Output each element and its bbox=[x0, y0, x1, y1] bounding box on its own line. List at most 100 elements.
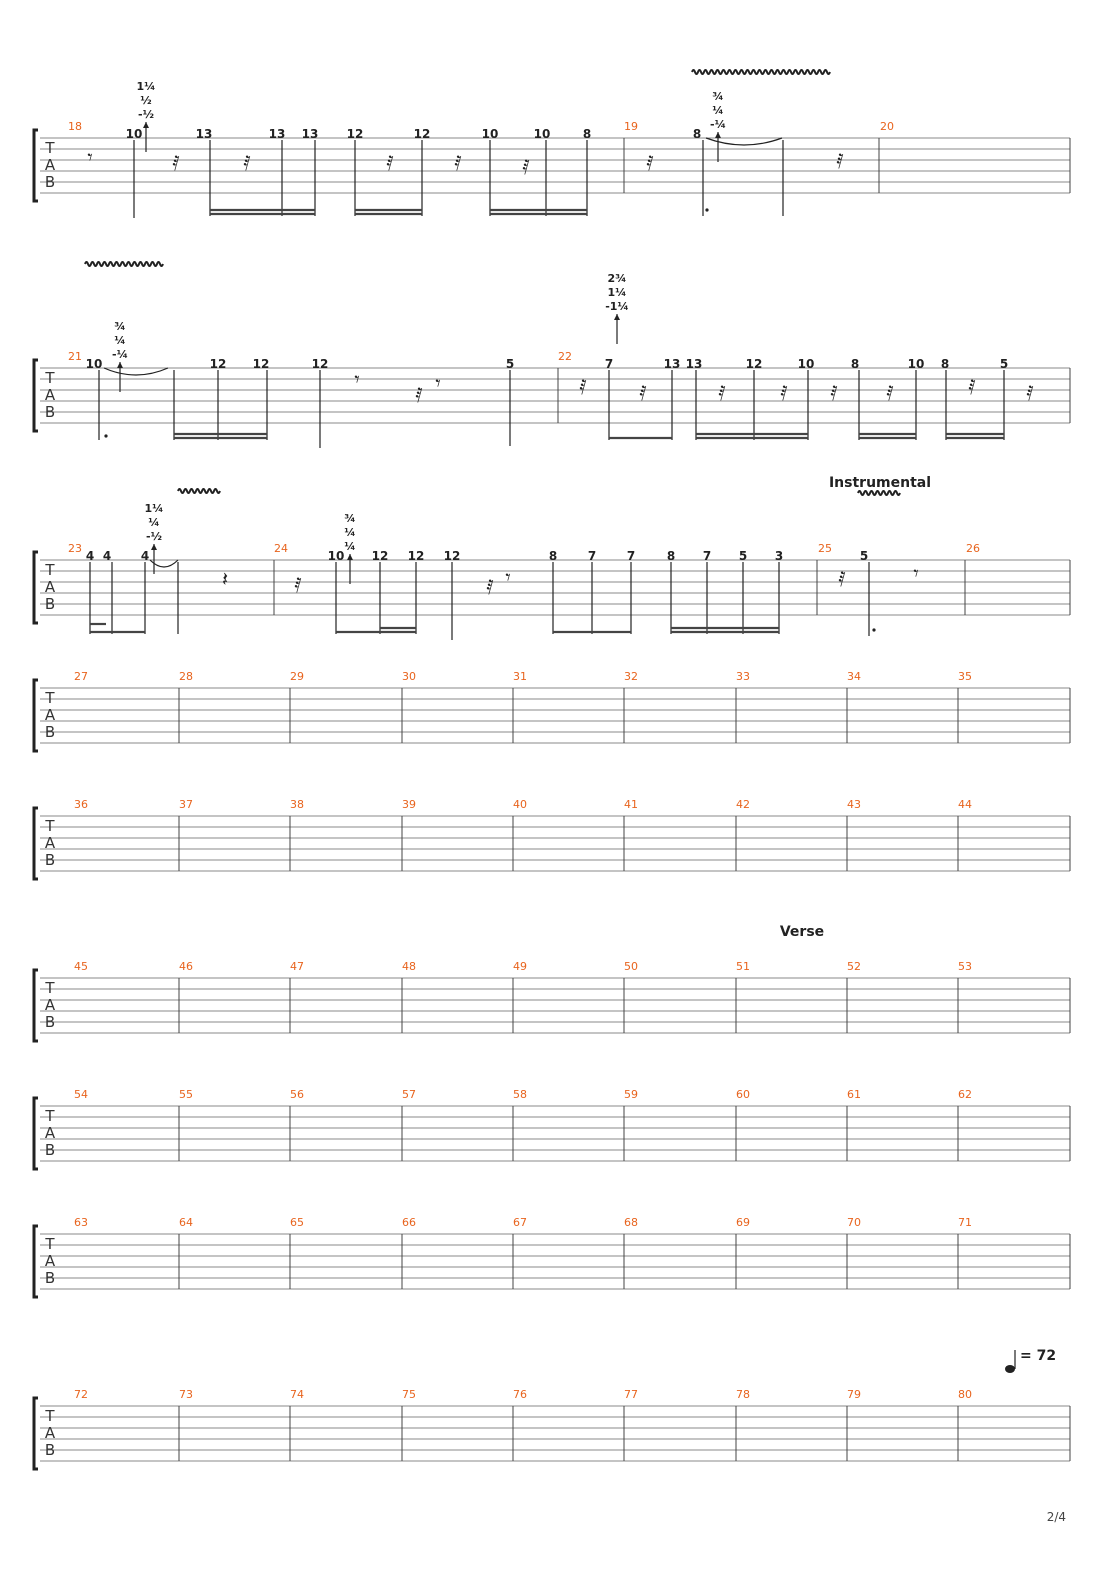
tab-clef-a: A bbox=[45, 578, 56, 596]
bar-number: 50 bbox=[624, 960, 638, 973]
bend-amount: ¾ bbox=[712, 90, 723, 103]
tab-clef-t: T bbox=[44, 689, 55, 707]
quarter-note-icon bbox=[1005, 1365, 1015, 1373]
fret-number: 7 bbox=[703, 549, 711, 563]
vibrato-mark bbox=[177, 488, 221, 494]
staff-bracket bbox=[32, 1224, 38, 1299]
rest-symbol: 𝄾 bbox=[435, 371, 440, 395]
bar-number: 61 bbox=[847, 1088, 861, 1101]
bar-number: 74 bbox=[290, 1388, 304, 1401]
fret-number: 12 bbox=[347, 127, 364, 141]
fret-number: 12 bbox=[210, 357, 227, 371]
bar-number: 37 bbox=[179, 798, 193, 811]
fret-number: 13 bbox=[664, 357, 681, 371]
fret-number: 4 bbox=[103, 549, 111, 563]
fret-number: 8 bbox=[941, 357, 949, 371]
bar-number: 25 bbox=[818, 542, 832, 555]
bar-number: 59 bbox=[624, 1088, 638, 1101]
slur-tie bbox=[705, 137, 783, 146]
bend-amount: ¾ bbox=[344, 512, 355, 525]
vibrato-mark bbox=[691, 69, 831, 75]
tab-clef-b: B bbox=[45, 851, 55, 869]
bar-number: 44 bbox=[958, 798, 972, 811]
bend-amount: -¼ bbox=[112, 348, 128, 361]
tab-clef-t: T bbox=[44, 561, 55, 579]
tab-clef-a: A bbox=[45, 156, 56, 174]
bar-number: 26 bbox=[966, 542, 980, 555]
bar-number: 38 bbox=[290, 798, 304, 811]
tab-clef-a: A bbox=[45, 834, 56, 852]
tab-clef-a: A bbox=[45, 1252, 56, 1270]
vibrato-mark bbox=[84, 261, 164, 267]
staff-bracket bbox=[32, 1396, 38, 1471]
bar-number: 23 bbox=[68, 542, 82, 555]
rest-symbol: 𝄽 bbox=[222, 567, 228, 591]
tab-clef-t: T bbox=[44, 817, 55, 835]
rest-symbol: 𝅀 bbox=[172, 151, 179, 175]
rest-symbol: 𝅀 bbox=[243, 151, 250, 175]
bar-number: 35 bbox=[958, 670, 972, 683]
bar-number: 33 bbox=[736, 670, 750, 683]
fret-number: 4 bbox=[86, 549, 94, 563]
section-label-verse: Verse bbox=[780, 924, 824, 940]
bend-amount: ¼ bbox=[712, 104, 723, 117]
tab-clef-a: A bbox=[45, 1424, 56, 1442]
bar-number: 49 bbox=[513, 960, 527, 973]
bend-amount: ¼ bbox=[344, 526, 355, 539]
fret-number: 12 bbox=[408, 549, 425, 563]
rest-symbol: 𝅀 bbox=[836, 149, 843, 173]
fret-number: 5 bbox=[739, 549, 747, 563]
bar-number: 32 bbox=[624, 670, 638, 683]
bar-number: 64 bbox=[179, 1216, 193, 1229]
bar-number: 40 bbox=[513, 798, 527, 811]
bar-number: 63 bbox=[74, 1216, 88, 1229]
rest-symbol: 𝅀 bbox=[718, 381, 725, 405]
fret-number: 7 bbox=[605, 357, 613, 371]
tempo-marking: = 72 bbox=[1020, 1348, 1056, 1364]
slur-tie bbox=[149, 559, 179, 568]
fret-number: 5 bbox=[506, 357, 514, 371]
bar-number: 21 bbox=[68, 350, 82, 363]
bend-amount: -¼ bbox=[710, 118, 726, 131]
bar-number: 55 bbox=[179, 1088, 193, 1101]
tab-clef-a: A bbox=[45, 1124, 56, 1142]
fret-number: 4 bbox=[141, 549, 149, 563]
rest-symbol: 𝅀 bbox=[415, 383, 422, 407]
section-label-instrumental: Instrumental bbox=[829, 475, 931, 491]
rest-symbol: 𝄾 bbox=[505, 565, 510, 589]
bar-number: 24 bbox=[274, 542, 288, 555]
fret-number: 8 bbox=[583, 127, 591, 141]
bar-number: 53 bbox=[958, 960, 972, 973]
bar-number: 58 bbox=[513, 1088, 527, 1101]
rest-symbol: 𝅀 bbox=[454, 151, 461, 175]
rest-symbol: 𝅀 bbox=[968, 375, 975, 399]
tab-clef-t: T bbox=[44, 1107, 55, 1125]
slur-tie bbox=[103, 367, 169, 376]
tab-clef-b: B bbox=[45, 173, 55, 191]
bar-number: 42 bbox=[736, 798, 750, 811]
fret-number: 13 bbox=[302, 127, 319, 141]
bend-amount: ½ bbox=[140, 94, 151, 107]
tab-clef-b: B bbox=[45, 403, 55, 421]
bend-amount: -½ bbox=[138, 108, 154, 121]
tab-clef-t: T bbox=[44, 1407, 55, 1425]
bar-number: 73 bbox=[179, 1388, 193, 1401]
bar-number: 48 bbox=[402, 960, 416, 973]
fret-number: 12 bbox=[372, 549, 389, 563]
fret-number: 10 bbox=[534, 127, 551, 141]
rest-symbol: 𝅀 bbox=[522, 155, 529, 179]
tab-clef-t: T bbox=[44, 369, 55, 387]
vibrato-mark bbox=[857, 490, 901, 496]
tab-clef-b: B bbox=[45, 723, 55, 741]
rest-symbol: 𝅀 bbox=[830, 381, 837, 405]
fret-number: 7 bbox=[588, 549, 596, 563]
fret-number: 12 bbox=[414, 127, 431, 141]
bar-number: 72 bbox=[74, 1388, 88, 1401]
bar-number: 27 bbox=[74, 670, 88, 683]
staff-bracket bbox=[32, 678, 38, 753]
rest-symbol: 𝅀 bbox=[386, 151, 393, 175]
rest-symbol: 𝄾 bbox=[913, 561, 918, 585]
bar-number: 62 bbox=[958, 1088, 972, 1101]
staff-bracket bbox=[32, 968, 38, 1043]
